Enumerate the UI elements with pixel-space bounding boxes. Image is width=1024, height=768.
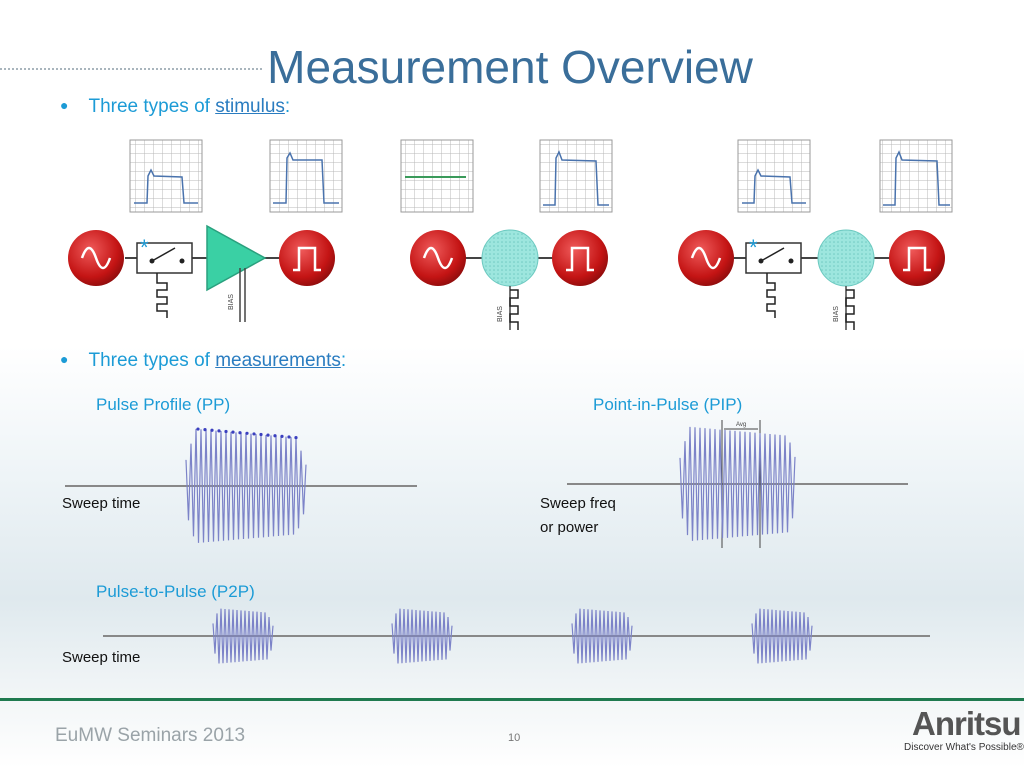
sample-point [196,427,200,431]
stimulus-config-3: BIAS * [678,229,945,330]
scope-screen-3 [400,139,474,213]
point-in-pulse-label: Point-in-Pulse (PIP) [593,395,743,414]
svg-text:BIAS: BIAS [833,306,840,322]
sample-point [273,434,277,438]
sample-point [266,433,270,437]
p2p-rf-burst-4 [751,608,813,664]
sample-point [245,431,249,435]
sample-point [294,435,298,440]
sample-point [238,431,242,435]
bullet-dot: ● [60,351,69,367]
svg-text:BIAS: BIAS [497,306,504,322]
pulse-receiver-icon [889,230,945,286]
page-number: 10 [508,732,521,744]
pulse-profile-waveform [65,427,417,543]
pulse-train-icon [156,273,168,318]
point-in-pulse-waveform: Avg [567,420,908,548]
pulse-switch-icon [136,242,193,274]
scope-screen-5 [737,139,811,213]
pulse-receiver-icon [552,230,608,286]
title-dotted-rule [0,68,262,70]
pip-x-axis-label-line2: or power [540,519,599,536]
sample-point [224,429,228,434]
bullet-measurements: ● Three types of measurements: [60,350,346,372]
sample-point [280,434,284,438]
svg-text:*: * [749,235,758,260]
bullet-colon: : [340,350,347,371]
bullet-stimulus: ● Three types of stimulus: [60,96,290,118]
sample-point [231,430,235,434]
pulse-to-pulse-waveform [103,608,930,664]
stimulus-config-1: BIAS * [68,224,335,322]
sample-point [252,432,256,436]
footer-rule [0,698,1024,701]
sample-point [217,429,221,433]
scope-screen-1 [129,139,203,213]
svg-text:Avg: Avg [736,422,746,428]
sample-point [210,428,214,432]
bullet-text: Three types of [88,96,216,117]
dut-icon [482,230,538,286]
pp-x-axis-label: Sweep time [62,495,141,512]
scope-screen-4 [539,139,613,213]
sample-point [287,435,291,439]
sample-point [203,428,207,432]
sample-point [259,432,263,437]
logo-tagline: Discover What's Possible® [904,742,1024,753]
scope-screen-2 [269,139,343,213]
bullet-dot: ● [60,97,69,113]
p2p-rf-burst-3 [571,608,633,664]
pip-rf-burst [679,426,796,541]
svg-text:BIAS: BIAS [228,294,235,310]
p2p-x-axis-label: Sweep time [62,649,141,666]
bullet-colon: : [284,96,291,117]
pulse-receiver-icon [279,230,335,286]
pulse-profile-label: Pulse Profile (PP) [96,395,231,414]
measurements-link[interactable]: measurements [215,350,341,371]
slide-title: Measurement Overview [267,41,753,93]
amplifier-icon [206,224,267,292]
p2p-rf-burst-1 [212,608,274,664]
p2p-rf-burst-2 [391,608,453,664]
pulse-switch-icon [745,242,802,274]
anritsu-logo: Anritsu [912,705,1021,742]
footer-seminar: EuMW Seminars 2013 [55,725,246,746]
svg-text:*: * [140,235,149,260]
bullet-text: Three types of [88,350,216,371]
pip-x-axis-label-line1: Sweep freq [540,495,616,512]
pulse-to-pulse-label: Pulse-to-Pulse (P2P) [96,582,255,601]
stimulus-config-2: BIAS [410,229,608,330]
dut-icon [818,230,874,286]
scope-screen-6 [879,139,953,213]
stimulus-link[interactable]: stimulus [215,96,285,117]
